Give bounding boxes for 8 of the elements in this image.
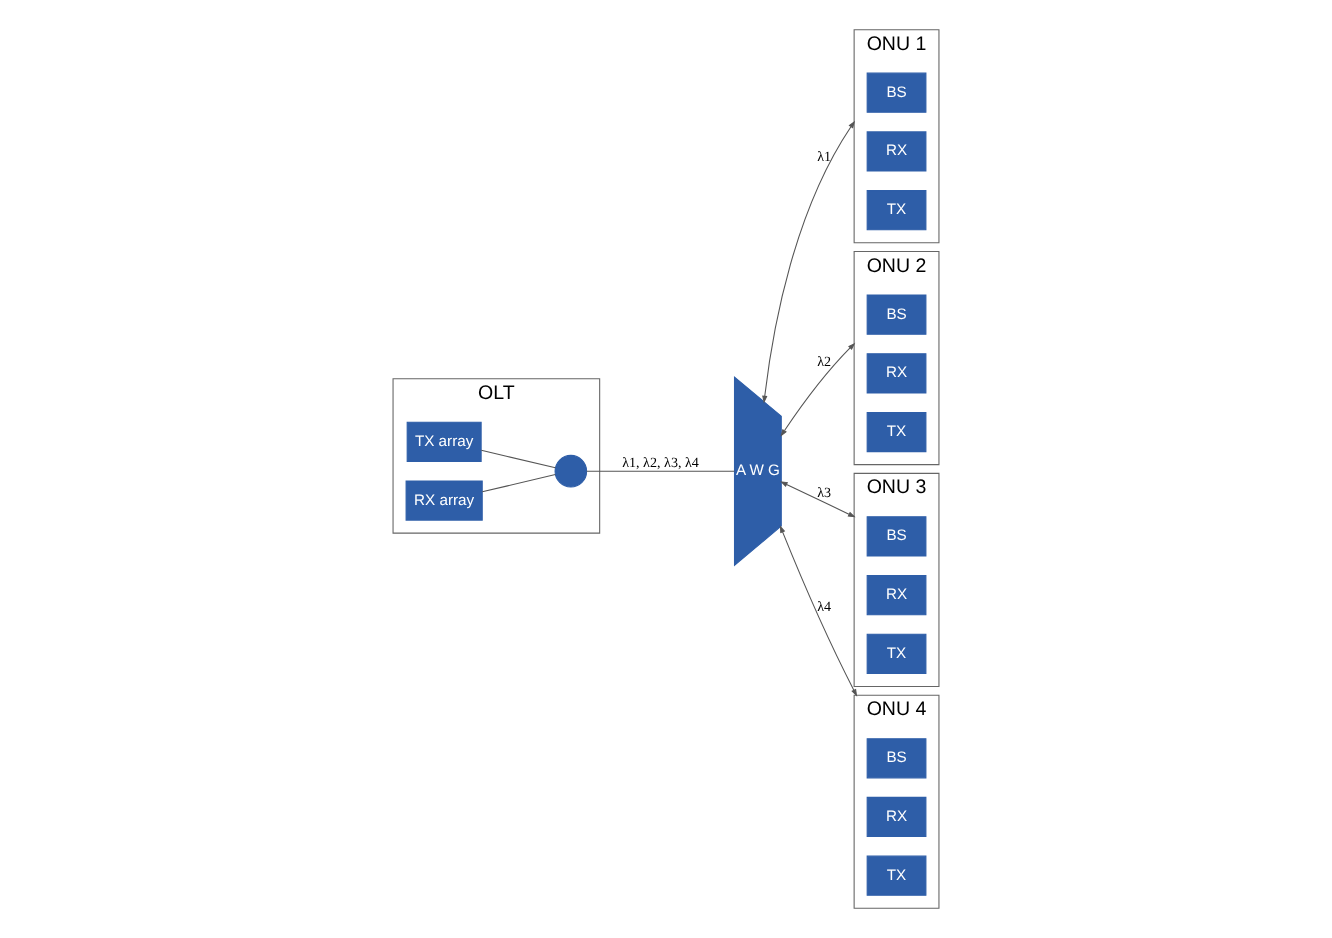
connector <box>480 449 556 469</box>
node-circle <box>554 454 588 488</box>
connector <box>481 474 556 493</box>
connector <box>586 470 735 472</box>
arrow <box>780 342 856 437</box>
arrow <box>780 481 856 518</box>
arrow <box>779 525 858 697</box>
arrow <box>762 120 856 404</box>
